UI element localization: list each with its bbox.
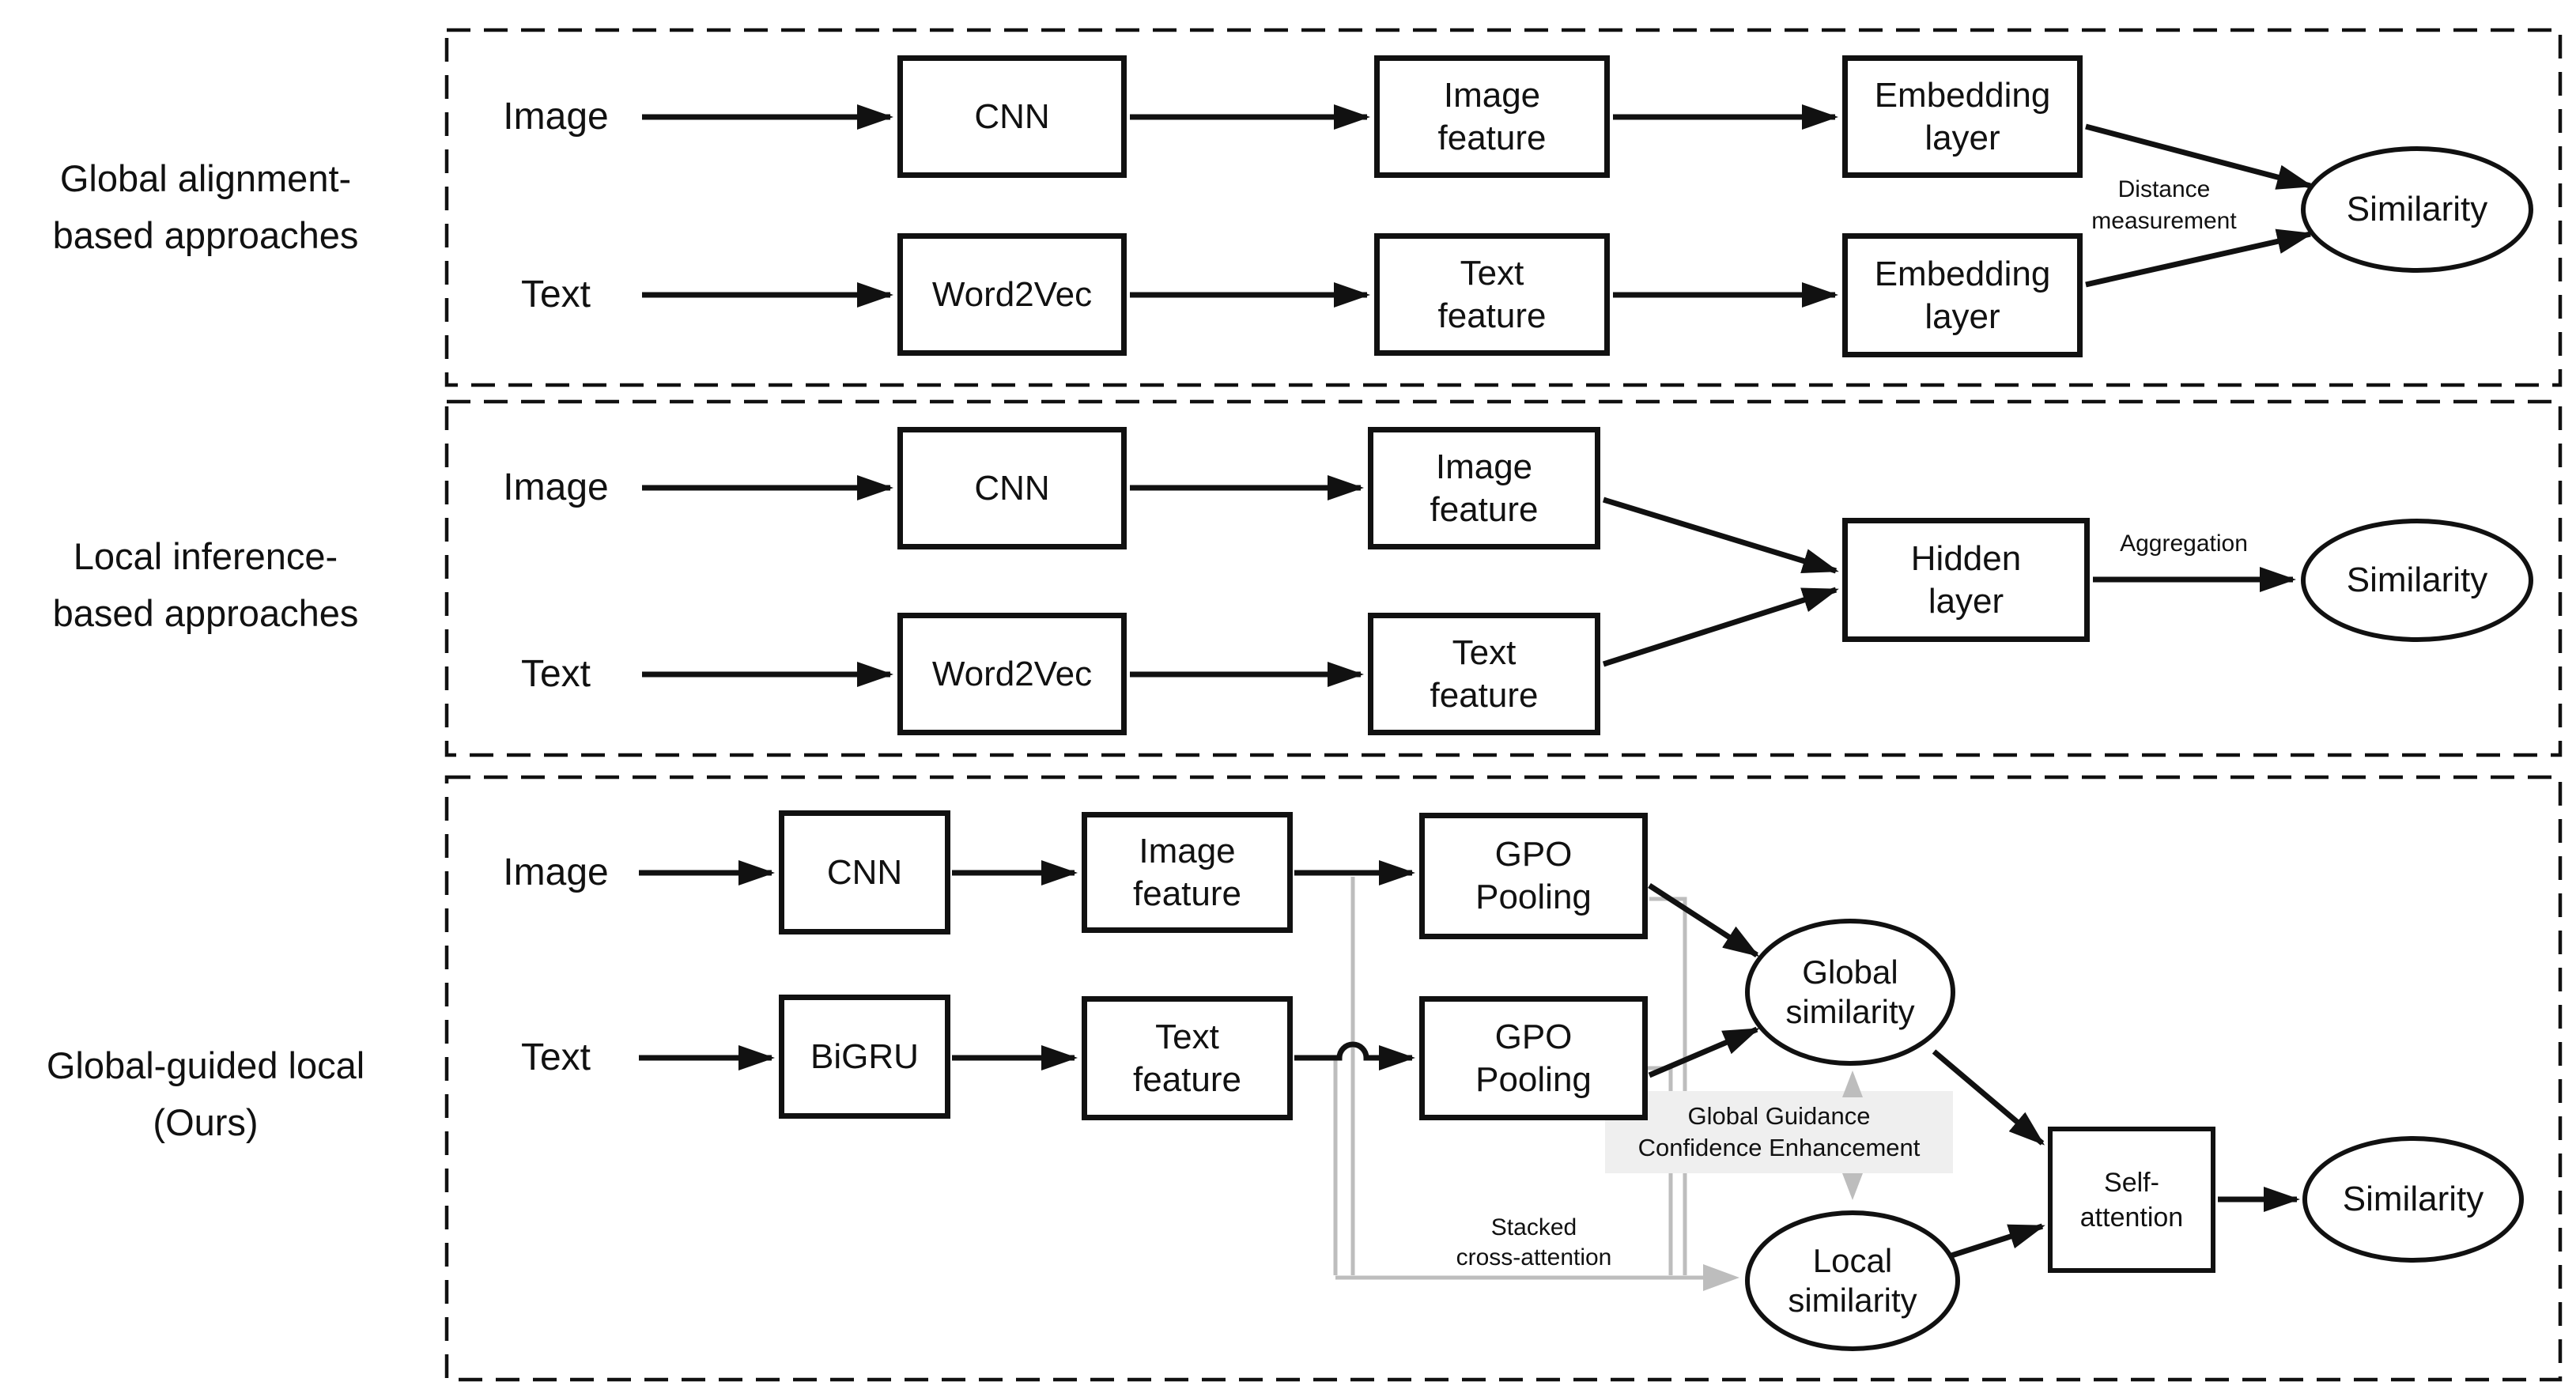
panel1-caption-line1: Global alignment-: [59, 157, 352, 199]
p1-arrow-embedding-top-to-similarity: [2085, 123, 2313, 190]
panel2-caption-line1: Local inference-: [73, 535, 338, 577]
p1-image-label: Image: [503, 96, 609, 138]
p1-text-label: Text: [520, 274, 591, 315]
panel3-border: [444, 775, 2563, 1382]
stacked-cross-attention-label: Stacked cross-attention: [1456, 1214, 1612, 1271]
p1-word2vec-box: Word2Vec: [897, 233, 1127, 356]
p3-arrow-global-similarity-to-self-attention: [1932, 1049, 2045, 1146]
global-guidance-confidence-enhancement-box: Global Guidance Confidence Enhancement: [1605, 1091, 1953, 1173]
p2-text-label: Text: [520, 653, 591, 695]
p1-similarity-ellipse: Similarity: [2301, 146, 2533, 273]
p3-arrow-text-feature-to-gpo-with-hop: [1294, 1041, 1415, 1070]
p2-word2vec-box: Word2Vec: [897, 613, 1127, 735]
p3-global-similarity-ellipse: Global similarity: [1745, 919, 1955, 1066]
p2-text-feature-box: Text feature: [1368, 613, 1600, 735]
p3-arrow-gpo-bottom-to-global-similarity: [1648, 1026, 1760, 1078]
panel1-caption-line2: based approaches: [52, 214, 359, 256]
p3-gpo-pooling-bottom-box: GPO Pooling: [1419, 996, 1648, 1120]
p2-arrow-text-feature-to-hidden: [1602, 587, 1839, 667]
p3-text-feature-box: Text feature: [1082, 996, 1293, 1120]
panel2-caption-line2: based approaches: [52, 592, 359, 634]
p1-embedding-layer-top-box: Embedding layer: [1842, 55, 2083, 178]
p3-local-similarity-ellipse: Local similarity: [1745, 1210, 1960, 1351]
p2-image-label: Image: [503, 466, 609, 508]
p3-gpo-pooling-top-box: GPO Pooling: [1419, 813, 1648, 939]
p2-cnn-box: CNN: [897, 427, 1127, 549]
panel1-caption: Global alignment- based approaches: [0, 150, 411, 264]
p1-cnn-box: CNN: [897, 55, 1127, 178]
p3-self-attention-box: Self- attention: [2048, 1127, 2215, 1273]
p1-text-feature-box: Text feature: [1374, 233, 1610, 356]
p1-embedding-layer-bottom-box: Embedding layer: [1842, 233, 2083, 357]
aggregation-label: Aggregation: [2120, 530, 2248, 557]
p1-arrow-embedding-bottom-to-similarity: [2085, 228, 2313, 288]
p2-image-feature-box: Image feature: [1368, 427, 1600, 549]
p2-hidden-layer-box: Hidden layer: [1842, 518, 2090, 642]
p3-arrow-local-similarity-to-self-attention: [1945, 1223, 2045, 1260]
panel3-caption-line2: (Ours): [153, 1101, 259, 1143]
p3-cnn-box: CNN: [779, 810, 950, 934]
ggce-label-line1: Global Guidance: [1687, 1102, 1871, 1130]
p3-text-label: Text: [520, 1036, 591, 1078]
p3-similarity-ellipse: Similarity: [2302, 1136, 2524, 1263]
panel2-caption: Local inference- based approaches: [0, 528, 411, 642]
distance-measurement-label: Distance measurement: [2091, 176, 2237, 234]
p3-image-feature-box: Image feature: [1082, 812, 1293, 933]
panel3-caption: Global-guided local (Ours): [0, 1037, 411, 1151]
p1-cnn-label: CNN: [974, 96, 1050, 136]
p2-arrow-image-feature-to-hidden: [1602, 497, 1839, 574]
p3-arrow-gpo-top-to-global-similarity: [1648, 883, 1760, 957]
p1-word2vec-label: Word2Vec: [931, 274, 1093, 314]
panel1-border: [444, 28, 2563, 387]
panel3-caption-line1: Global-guided local: [46, 1044, 365, 1086]
p3-image-label: Image: [503, 851, 609, 893]
p3-bigru-box: BiGRU: [779, 995, 950, 1119]
panel2-border: [444, 399, 2563, 757]
p2-similarity-ellipse: Similarity: [2301, 519, 2533, 642]
ggce-label-line2: Confidence Enhancement: [1637, 1134, 1921, 1161]
p1-image-feature-box: Image feature: [1374, 55, 1610, 178]
